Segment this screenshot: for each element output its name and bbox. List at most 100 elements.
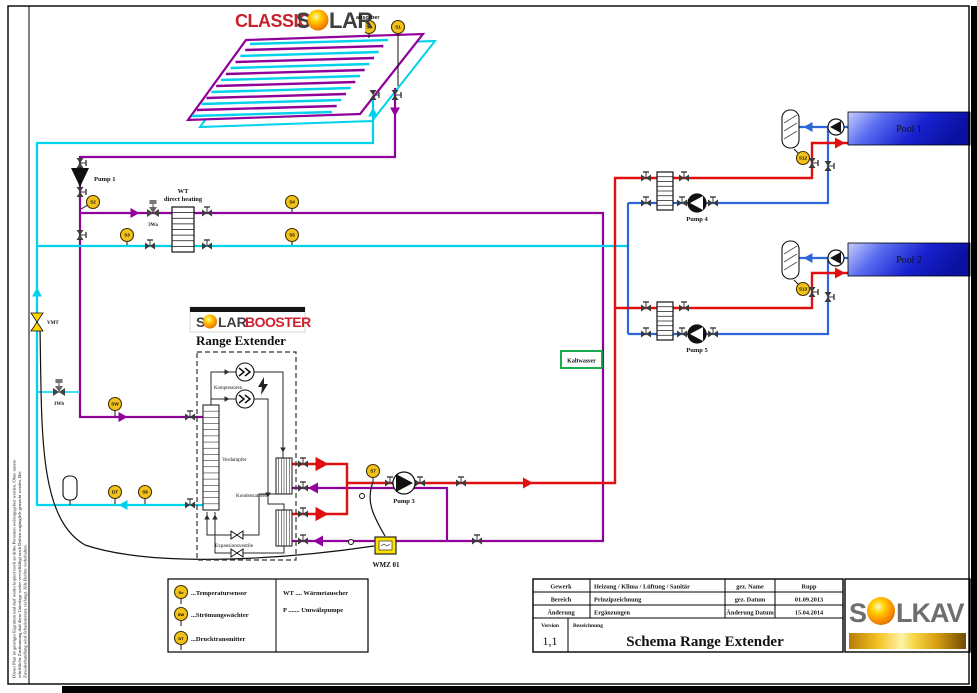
shutoff-valve	[677, 327, 687, 338]
hx-pool-2	[656, 301, 674, 341]
expansion-valve	[230, 530, 244, 540]
range-extender-box	[196, 351, 297, 561]
sensor-DT: DT	[107, 484, 123, 504]
shutoff-valve	[824, 161, 835, 171]
shutoff-valve	[76, 187, 87, 197]
sensor-S13: S13	[793, 279, 811, 297]
collector-stripe	[201, 98, 342, 106]
collector-stripe	[249, 38, 389, 46]
shutoff-valve	[202, 239, 212, 250]
shutoff-valve	[808, 158, 819, 168]
shutoff-valve	[298, 534, 308, 545]
outer-border	[7, 5, 970, 685]
sensor-S5: S5	[284, 227, 300, 245]
sensor-S2: S2	[80, 194, 101, 210]
collector-stripe	[230, 62, 370, 70]
flow-arrow	[315, 456, 329, 472]
pipe-p-2	[292, 486, 449, 541]
tb-aenderung-datum-value: 15.04.2014	[795, 610, 824, 617]
pipe-i-24	[214, 512, 231, 554]
flow-arrow	[835, 267, 845, 279]
svg-text:DT: DT	[112, 490, 118, 495]
collector-stripe	[216, 80, 356, 88]
disclaimer-line-3: Zuwiderhandlung wird Schadenersatz verla…	[23, 544, 28, 678]
svg-text:S0: S0	[366, 25, 372, 30]
tb-gez-datum-value: 01.09.2013	[795, 597, 823, 604]
evaporator	[202, 404, 220, 511]
label-pump-4: Pump 4	[686, 216, 708, 223]
shutoff-valve	[679, 301, 689, 312]
pressure-transmitter-icon	[173, 630, 189, 646]
pool-filter-1	[781, 109, 800, 149]
svg-text:S7: S7	[370, 469, 376, 474]
classic-solar-logo-bg	[231, 6, 365, 33]
flow-arrow	[313, 535, 323, 547]
solkav-rest: LKAV	[896, 598, 964, 628]
pipe-i-21	[243, 493, 284, 536]
legend-border	[167, 578, 369, 653]
legend-table: Sx ...Temperatursensor SW ...Strömungswä…	[167, 578, 369, 653]
flow-arrow	[803, 122, 813, 132]
shutoff-valve	[76, 230, 87, 240]
shutoff-valve	[185, 498, 195, 509]
collector-stripe	[191, 110, 333, 118]
flow-arrow	[315, 506, 329, 522]
shutoff-valve	[298, 457, 308, 468]
expansion-valve	[230, 548, 244, 558]
tb-gez-name-label: gez. Name	[736, 584, 764, 591]
diagram-label: direct heating	[164, 196, 203, 203]
svg-text:S8: S8	[142, 490, 148, 495]
tb-bereich-value: Prinzipzeichnung	[594, 597, 642, 604]
signal-node	[359, 493, 365, 499]
tb-bezeichnung-label: Bezeichnung	[573, 623, 603, 629]
label-3Wa: 3Wa	[148, 223, 158, 228]
pipe-i-22	[243, 546, 285, 554]
svg-text:S4: S4	[289, 200, 295, 205]
pipe-r-12	[347, 141, 848, 485]
tb-gez-name-value: Rupp	[801, 584, 817, 591]
kaltwasser-tag: Kaltwasser	[560, 350, 603, 369]
sensor-S3: S3	[119, 227, 135, 245]
classic-solar-prefix: CLASSIC	[235, 11, 311, 31]
shutoff-valve	[641, 171, 651, 182]
solkav-gradient-bar	[849, 633, 966, 649]
flow-arrow	[224, 396, 230, 402]
svg-text:S3: S3	[124, 233, 130, 238]
pool-2: Pool 2	[847, 242, 971, 277]
flow-arrow	[32, 287, 42, 297]
label-pump-5: Pump 5	[686, 347, 708, 354]
pipe-c-3	[35, 96, 375, 507]
flow-arrow	[803, 253, 813, 263]
shutoff-valve	[708, 327, 718, 338]
flow-arrow	[390, 107, 400, 117]
pipe-i-20	[254, 398, 285, 510]
kaltwasser-label: Kaltwasser	[567, 359, 596, 365]
shutoff-valve	[824, 292, 835, 302]
three-way-valve-3Wb: 3Wb	[53, 379, 65, 407]
three-way-valve-3Wa: 3Wa	[147, 200, 159, 228]
pipe-i-19	[254, 371, 284, 458]
collector-stripe	[240, 50, 379, 58]
flow-arrow	[212, 514, 218, 520]
drawing-title: Schema Range Extender	[626, 634, 784, 650]
solarbooster-s: S	[196, 314, 205, 330]
shutoff-valve	[456, 476, 466, 487]
pipe-k-14	[39, 327, 375, 560]
flow-arrow	[280, 447, 286, 453]
temperature-sensor-icon	[173, 584, 189, 600]
shutoff-valve	[369, 90, 380, 100]
pool-2-tank	[847, 242, 971, 277]
tb-gewerk-value: Heizung / Klima / Lüftung / Sanitär	[594, 584, 690, 591]
diagram-label: Kompressoren	[214, 386, 243, 391]
collector-stripe	[211, 86, 351, 94]
pool1-pump	[827, 118, 845, 136]
pump-4: Pump 4	[686, 193, 708, 223]
condenser-1	[275, 457, 293, 495]
flow-arrow	[204, 514, 210, 520]
motor-valve-VMT: VMT	[30, 312, 59, 332]
title-block: Gewerk Heizung / Klima / Lüftung / Sanit…	[532, 578, 844, 653]
shutoff-valve	[391, 90, 402, 100]
pool-1-tank	[847, 111, 971, 146]
condenser-2	[275, 509, 293, 547]
